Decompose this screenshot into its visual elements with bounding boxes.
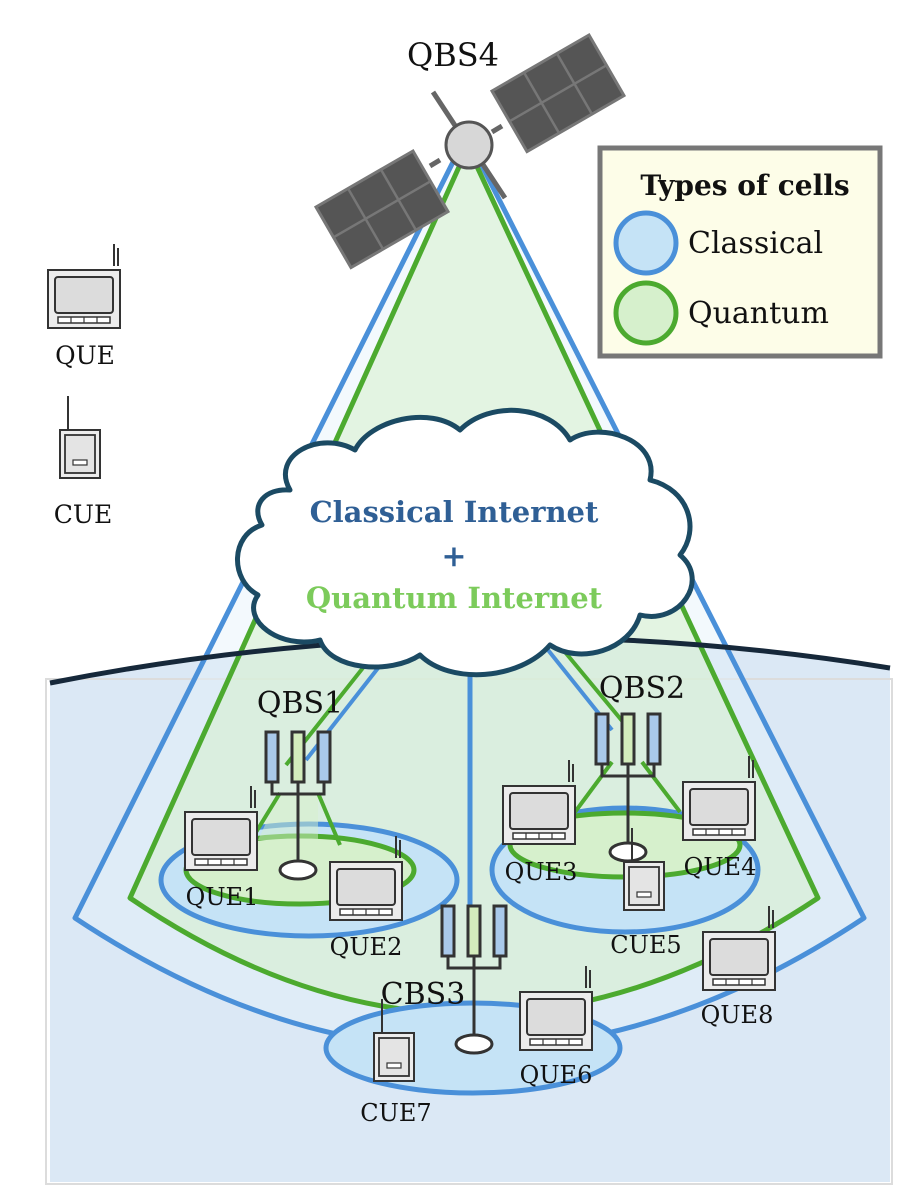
- qbs2-beam-left: [573, 760, 614, 814]
- satellite: [314, 33, 626, 270]
- key-cue-icon: [59, 395, 101, 479]
- que8-label: QUE8: [701, 1001, 774, 1029]
- que1-label: QUE1: [186, 883, 259, 911]
- cbs3-label: CBS3: [381, 977, 466, 1012]
- qbs1-label: QBS1: [257, 686, 343, 721]
- qbs4-label: QBS4: [407, 36, 499, 74]
- que3-label: QUE3: [505, 858, 578, 886]
- que4-label: QUE4: [684, 853, 757, 881]
- legend-title: Types of cells: [640, 169, 849, 202]
- qbs2-beam-right: [640, 760, 682, 814]
- qbs1-beam: [258, 793, 318, 840]
- solar-panel-right: [490, 33, 626, 154]
- key-que-icon: [47, 243, 121, 329]
- legend-quantum-swatch: [613, 280, 679, 346]
- que6-label: QUE6: [520, 1061, 593, 1089]
- legend: Types of cells Classical Quantum: [597, 145, 883, 359]
- internet-cloud: [235, 407, 695, 678]
- key-cue-label: CUE: [54, 500, 112, 529]
- cloud-line-classical: Classical Internet: [310, 495, 599, 529]
- qbs2-label: QBS2: [599, 671, 685, 706]
- cue7-label: CUE7: [360, 1099, 431, 1127]
- cloud-line-quantum: Quantum Internet: [306, 581, 603, 615]
- qbs1-beam-right: [316, 792, 342, 846]
- cloud-plus: +: [441, 539, 466, 574]
- que2-label: QUE2: [330, 933, 403, 961]
- key-que-label: QUE: [55, 341, 115, 370]
- legend-classical-label: Classical: [688, 226, 823, 261]
- legend-classical-swatch: [613, 210, 679, 276]
- cue5-label: CUE5: [610, 931, 681, 959]
- legend-quantum-label: Quantum: [688, 296, 829, 331]
